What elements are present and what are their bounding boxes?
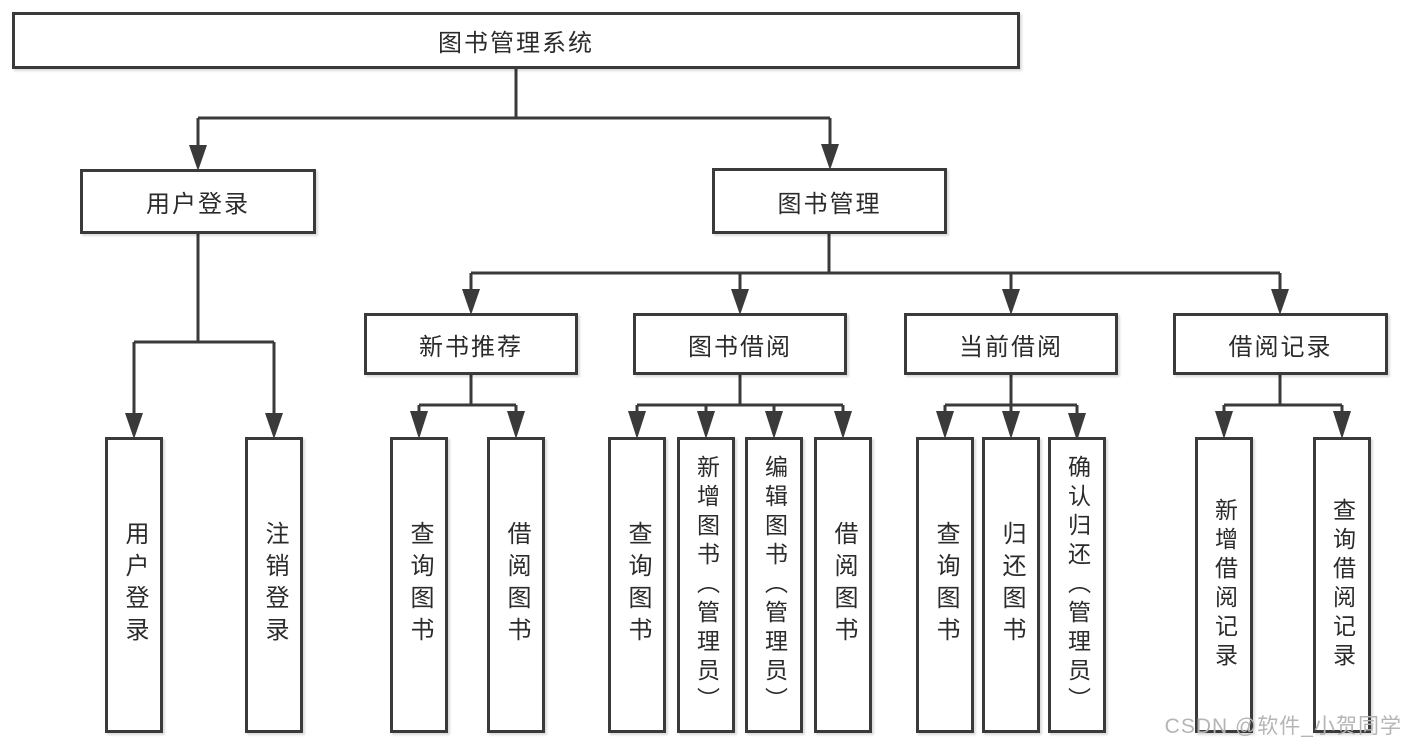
leaf-borrow-borrow-books: 借阅图书 [814, 437, 872, 733]
arrowheads-borrowmod-children [628, 411, 852, 439]
connector-borrowmod-to-children [635, 375, 845, 415]
leaf-user-login: 用户登录 [105, 437, 163, 733]
node-label: 新书推荐 [419, 333, 523, 361]
node-label: 用户登录 [121, 521, 148, 649]
node-label: 查询图书 [406, 521, 433, 649]
connector-newbook-to-children [417, 375, 518, 415]
leaf-recommend-query-books: 查询图书 [390, 437, 448, 733]
connector-records-to-children [1222, 375, 1344, 415]
connector-current-to-children [943, 375, 1079, 415]
leaf-borrow-add-books-admin: 新增图书（管理员） [677, 437, 735, 733]
node-label: 新增图书（管理员） [693, 454, 720, 716]
node-label: 注销登录 [261, 521, 288, 649]
node-label: 查询借阅记录 [1329, 498, 1356, 672]
leaf-borrow-query-books: 查询图书 [608, 437, 666, 733]
arrowheads-level2 [462, 289, 1289, 315]
node-book-borrow: 图书借阅 [633, 313, 847, 375]
node-root-system: 图书管理系统 [12, 12, 1020, 69]
node-user-login-module: 用户登录 [80, 169, 316, 234]
connector-login-to-children [132, 234, 276, 417]
node-label: 借阅图书 [503, 521, 530, 649]
arrowheads-newbook-children [410, 411, 525, 439]
node-label: 编辑图书（管理员） [761, 454, 788, 716]
node-label: 新增借阅记录 [1211, 498, 1238, 672]
node-borrow-records: 借阅记录 [1173, 313, 1388, 375]
node-new-book-recommend: 新书推荐 [364, 313, 578, 375]
node-current-borrow: 当前借阅 [904, 313, 1118, 375]
connector-bookmgmt-to-level2 [469, 234, 1282, 293]
leaf-logout: 注销登录 [245, 437, 303, 733]
node-label: 查询图书 [624, 521, 651, 649]
node-label: 图书借阅 [688, 333, 792, 361]
node-label: 确认归还（管理员） [1064, 454, 1091, 716]
connector-root-to-level1 [196, 69, 832, 150]
leaf-current-confirm-return-admin: 确认归还（管理员） [1048, 437, 1106, 733]
leaf-borrow-edit-books-admin: 编辑图书（管理员） [745, 437, 803, 733]
leaf-current-return-books: 归还图书 [982, 437, 1040, 733]
node-book-management-module: 图书管理 [712, 168, 947, 234]
watermark: CSDN @软件_小贺同学 [1164, 715, 1402, 738]
node-label: 用户登录 [146, 191, 250, 218]
node-label: 图书管理 [777, 190, 882, 218]
leaf-current-query-books: 查询图书 [916, 437, 974, 733]
arrowheads-login-children [125, 413, 283, 439]
leaf-records-query-borrow-record: 查询借阅记录 [1313, 437, 1371, 733]
node-label: 查询图书 [932, 521, 959, 649]
node-label: 借阅图书 [830, 521, 857, 649]
node-label: 当前借阅 [959, 333, 1063, 361]
arrowheads-level1 [189, 144, 839, 171]
node-label: 借阅记录 [1228, 333, 1333, 361]
node-label: 图书管理系统 [438, 30, 594, 57]
leaf-recommend-borrow-books: 借阅图书 [487, 437, 545, 733]
leaf-records-add-borrow-record: 新增借阅记录 [1195, 437, 1253, 733]
node-label: 归还图书 [998, 521, 1025, 649]
arrowheads-records-children [1215, 411, 1351, 439]
